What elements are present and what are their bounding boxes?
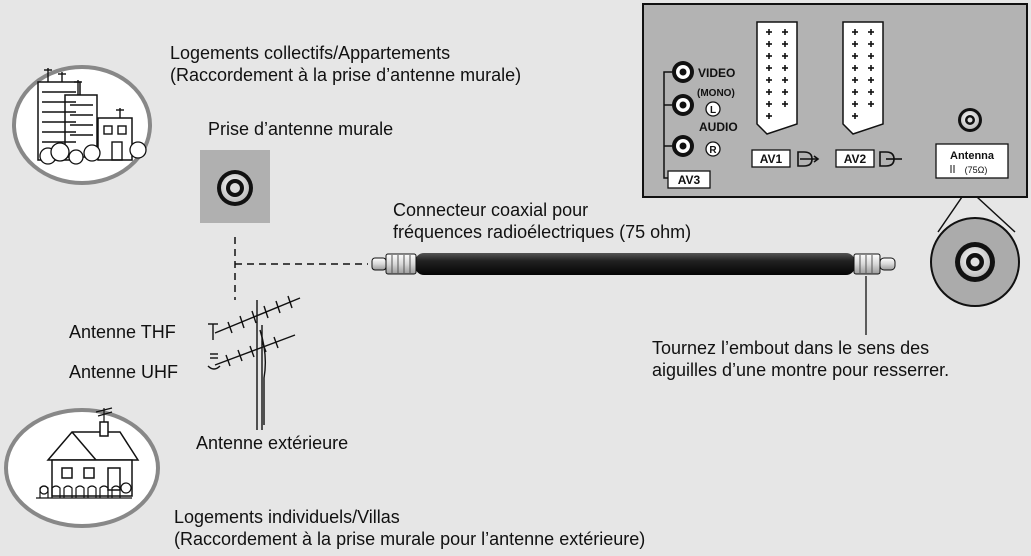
tv-rear-panel: VIDEO (MONO) L AUDIO R AV3 (642, 3, 1028, 198)
zoom-callout (930, 196, 1020, 307)
antenna-impedance-label: (75Ω) (965, 165, 988, 175)
av2-output-icon (879, 151, 902, 167)
video-label: VIDEO (698, 66, 735, 80)
right-channel-glyph: R (709, 145, 717, 156)
individual-housing-label: Logements individuels/Villas (Raccordeme… (174, 507, 646, 549)
audio-left-jack (672, 94, 694, 116)
video-jack (672, 61, 694, 83)
mono-label: (MONO) (697, 88, 735, 99)
antenna-label: Antenna (950, 150, 995, 162)
wall-socket-label: Prise d’antenne murale (208, 119, 394, 139)
coaxial-cable-icon (371, 253, 896, 275)
scart-connector-icon (756, 21, 798, 135)
av3-label: AV3 (678, 173, 701, 187)
av1-input-output-icon (797, 151, 820, 167)
outdoor-antenna-icon (207, 295, 301, 430)
coaxial-connector-label: Connecteur coaxial pour fréquences radio… (393, 200, 692, 242)
audio-right-jack (672, 135, 694, 157)
dashed-connection-line (234, 237, 368, 300)
audio-label: AUDIO (699, 120, 738, 134)
uhf-antenna-label: Antenne UHF (69, 362, 179, 382)
wall-antenna-socket-icon (200, 150, 270, 223)
av2-label: AV2 (844, 152, 867, 166)
av1-label: AV1 (760, 152, 783, 166)
antenna-input-jack (958, 108, 982, 132)
house-icon (4, 407, 160, 528)
apartment-buildings-icon (12, 65, 152, 185)
vhf-antenna-label: Antenne THF (69, 322, 176, 342)
left-channel-glyph: L (710, 105, 716, 116)
collective-housing-label: Logements collectifs/Appartements (Racco… (170, 43, 522, 85)
outdoor-antenna-label: Antenne extérieure (196, 433, 349, 453)
twist-instruction-label: Tournez l’embout dans le sens des aiguil… (652, 338, 950, 380)
scart-connector-icon (842, 21, 884, 135)
